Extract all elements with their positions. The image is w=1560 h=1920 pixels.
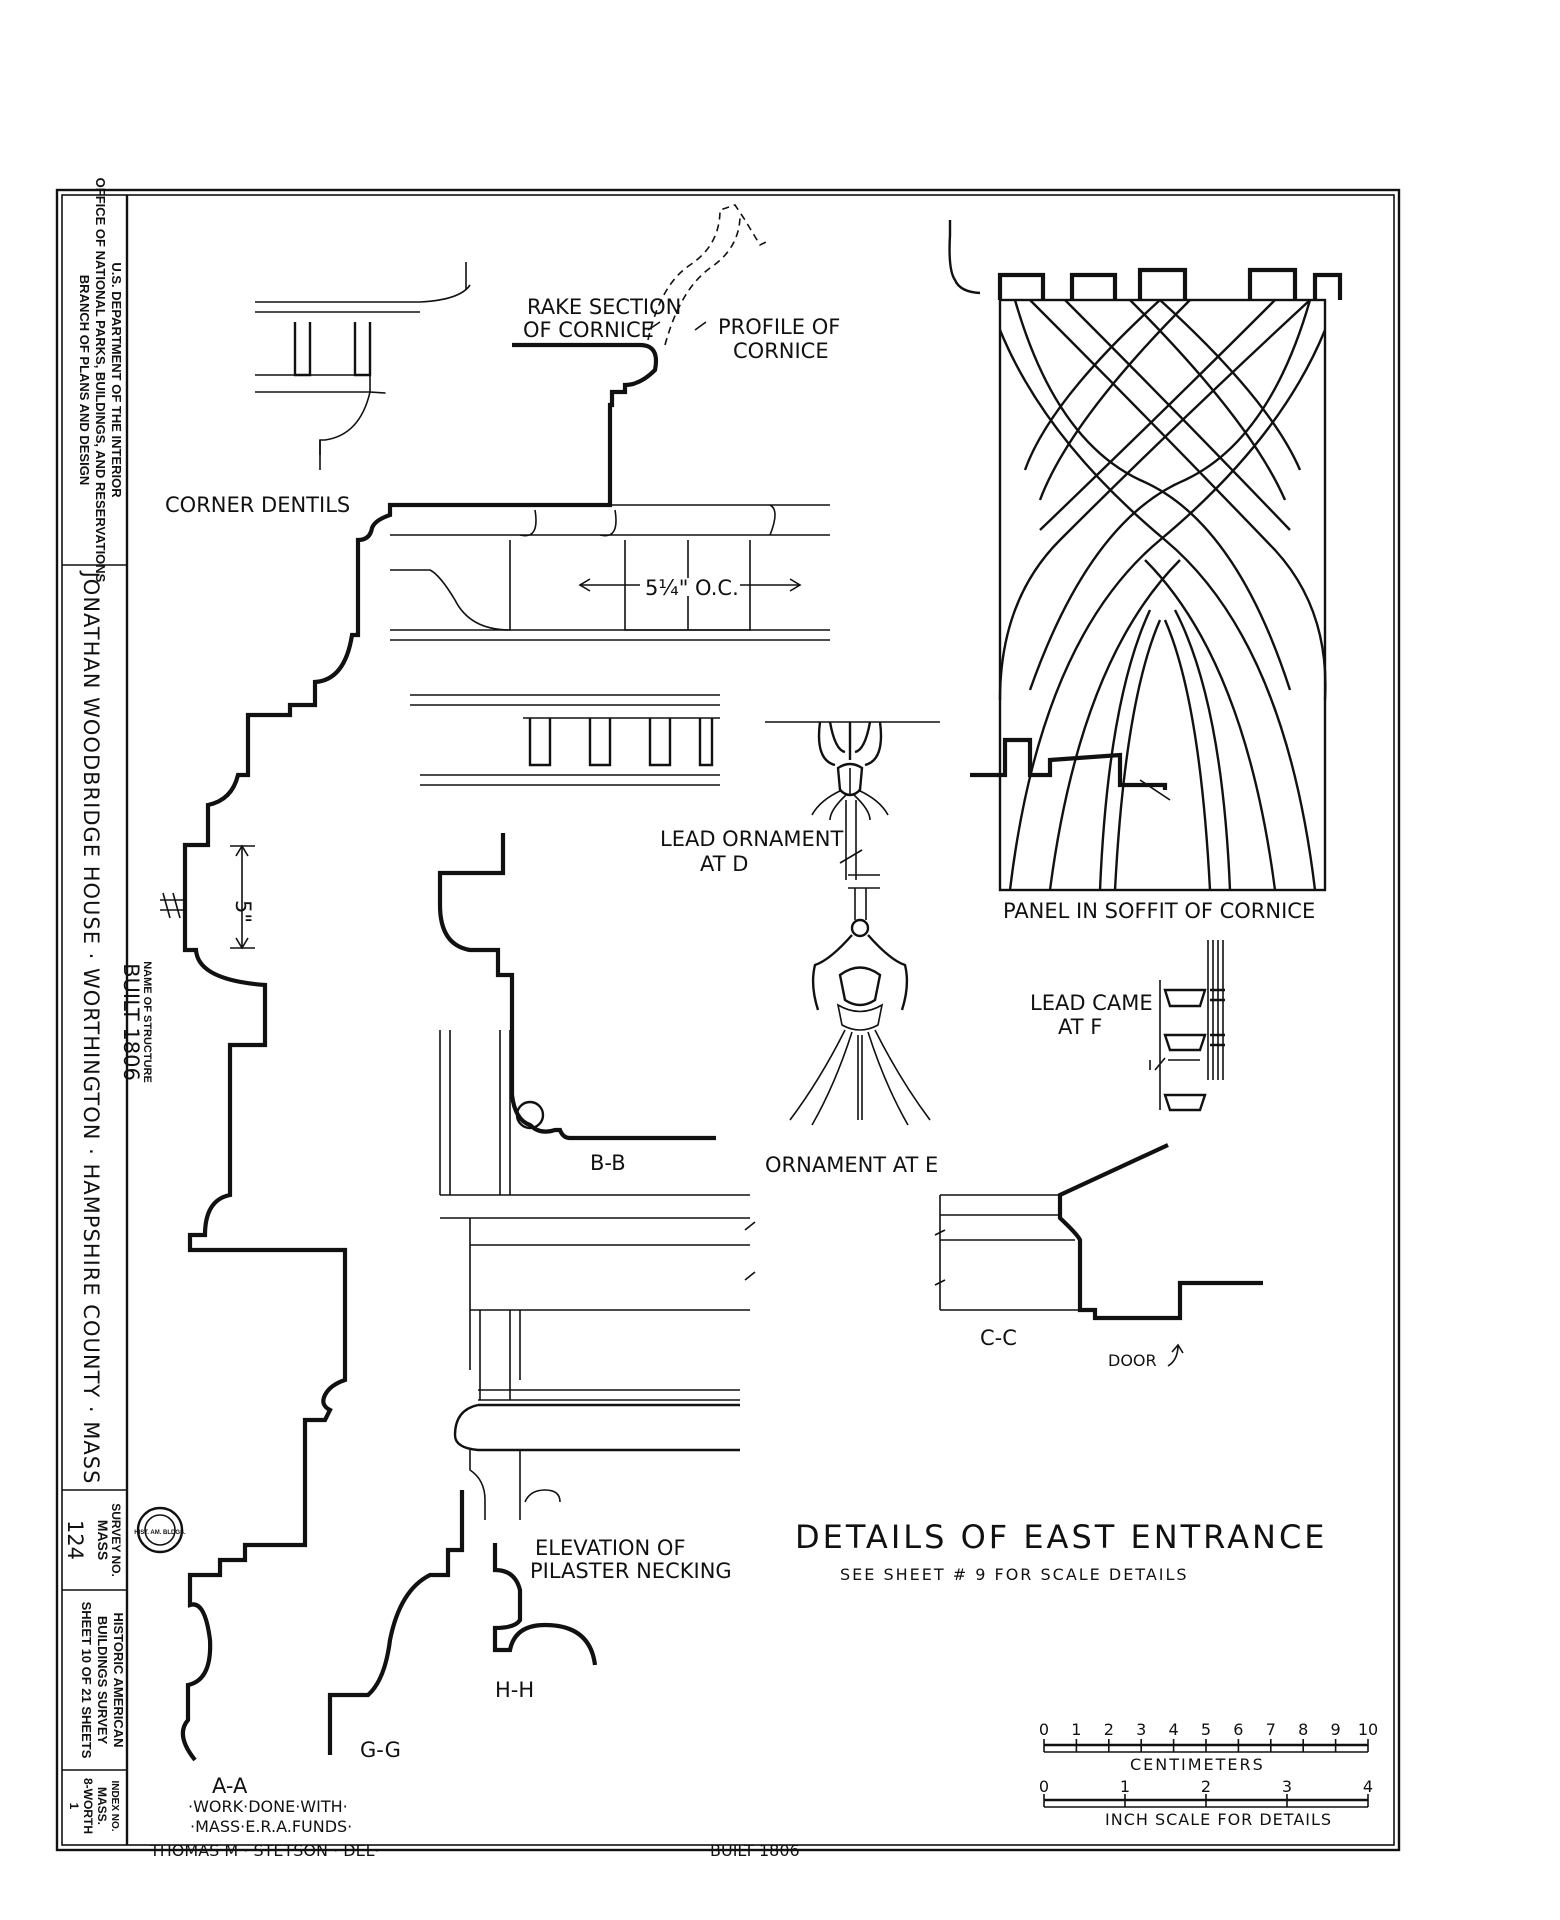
label-door: DOOR — [1108, 1351, 1157, 1370]
svg-text:PILASTER NECKING: PILASTER NECKING — [530, 1559, 732, 1583]
svg-text:AT F: AT F — [1058, 1015, 1102, 1039]
lead-came-f: LEAD CAME AT F — [1030, 940, 1225, 1112]
label-lead-ornament: LEAD ORNAMENT — [660, 827, 843, 851]
svg-text:RAKE SECTION: RAKE SECTION — [527, 295, 681, 319]
label-built-bottom: BUILT 1806 — [710, 1841, 800, 1860]
scale-tick-label: 9 — [1331, 1720, 1341, 1739]
scale-tick-label: 4 — [1169, 1720, 1179, 1739]
scale-tick-label: 10 — [1358, 1720, 1378, 1739]
lower-dentil-row — [410, 694, 720, 786]
svg-text:HISTORIC AMERICAN: HISTORIC AMERICAN — [111, 1612, 126, 1747]
svg-text:MASS: MASS — [95, 1520, 111, 1560]
svg-text:INCH SCALE FOR DETAILS: INCH SCALE FOR DETAILS — [1105, 1810, 1332, 1829]
svg-text:SURVEY NO.: SURVEY NO. — [109, 1503, 123, 1577]
svg-text:·MASS·E.R.A.FUNDS·: ·MASS·E.R.A.FUNDS· — [190, 1817, 352, 1836]
svg-text:CENTIMETERS: CENTIMETERS — [1130, 1755, 1265, 1774]
title-block-structure: JONATHAN WOODBRIDGE HOUSE · WORTHINGTON … — [79, 570, 103, 1485]
title-block-dividers — [62, 564, 127, 1771]
habs-seal-stamp: HIST. AM. BLDGS. — [134, 1506, 186, 1554]
outer-border — [55, 188, 1401, 1852]
svg-text:PROFILE OF: PROFILE OF — [718, 315, 840, 339]
scale-tick-label: 1 — [1120, 1777, 1130, 1796]
label-spacing: 5¼" O.C. — [645, 576, 739, 600]
svg-text:OF CORNICE: OF CORNICE — [523, 318, 654, 342]
svg-text:124: 124 — [63, 1520, 87, 1560]
svg-text:BUILT 1806: BUILT 1806 — [119, 963, 143, 1081]
label-h-h: H-H — [495, 1678, 534, 1702]
scale-tick-label: 1 — [1071, 1720, 1081, 1739]
label-lead-came: LEAD CAME — [1030, 991, 1153, 1015]
label-panel-soffit: PANEL IN SOFFIT OF CORNICE — [1003, 899, 1315, 923]
title-block-agency: U.S. DEPARTMENT OF THE INTERIOR OFFICE O… — [77, 178, 124, 583]
ornament-at-e: ORNAMENT AT E — [765, 874, 938, 1177]
subtitle: SEE SHEET # 9 FOR SCALE DETAILS — [840, 1565, 1189, 1584]
scale-tick-label: 3 — [1282, 1777, 1292, 1796]
section-c-c: C-C DOOR — [934, 1143, 1263, 1370]
svg-text:BUILDINGS SURVEY: BUILDINGS SURVEY — [95, 1616, 110, 1745]
title-block-index: INDEX NO. MASS. 8-WORTH 1 — [67, 1778, 120, 1834]
structure-name: JONATHAN WOODBRIDGE HOUSE · WORTHINGTON … — [79, 570, 103, 1485]
corner-dentils-detail: CORNER DENTILS — [165, 262, 471, 517]
svg-text:5": 5" — [231, 900, 255, 923]
svg-text:MASS.: MASS. — [95, 1787, 109, 1825]
scale-tick-label: 0 — [1039, 1777, 1049, 1796]
svg-text:8-WORTH: 8-WORTH — [81, 1778, 95, 1834]
svg-text:1: 1 — [67, 1803, 81, 1810]
label-b-b: B-B — [590, 1151, 626, 1175]
dentil-block-detail: 5¼" O.C. — [390, 504, 830, 641]
svg-text:NAME OF STRUCTURE: NAME OF STRUCTURE — [141, 961, 153, 1083]
section-b-b: B-B — [437, 833, 716, 1175]
title-block-survey: SURVEY NO. MASS 124 — [63, 1503, 123, 1577]
rake-profile-detail: RAKE SECTION OF CORNICE PROFILE OF CORNI… — [523, 204, 840, 363]
lead-ornament-d: LEAD ORNAMENT AT D — [660, 721, 940, 880]
section-a-a-profile — [180, 342, 659, 1762]
scale-tick-label: 4 — [1363, 1777, 1373, 1796]
centimeter-scale: 0 1 2 3 4 5 6 7 8 9 10 CENTIMETERS — [1039, 1720, 1378, 1774]
svg-text:HIST. AM. BLDGS.: HIST. AM. BLDGS. — [134, 1530, 186, 1536]
scale-tick-label: 8 — [1298, 1720, 1308, 1739]
svg-text:AT D: AT D — [700, 852, 748, 876]
scale-tick-label: 5 — [1201, 1720, 1211, 1739]
svg-text:INDEX NO.: INDEX NO. — [109, 1780, 120, 1831]
svg-text:CORNICE: CORNICE — [733, 339, 829, 363]
label-g-g: G-G — [360, 1738, 401, 1762]
title-block-built: NAME OF STRUCTURE BUILT 1806 — [119, 961, 153, 1083]
label-c-c: C-C — [980, 1326, 1017, 1350]
scale-tick-label: 7 — [1266, 1720, 1276, 1739]
main-title: DETAILS OF EAST ENTRANCE — [795, 1518, 1328, 1556]
svg-text:BRANCH OF PLANS AND DESIGN: BRANCH OF PLANS AND DESIGN — [77, 275, 92, 485]
label-corner-dentils: CORNER DENTILS — [165, 493, 350, 517]
pilaster-elevation — [439, 1030, 756, 1520]
label-work-done: ·WORK·DONE·WITH· — [188, 1797, 348, 1816]
scale-tick-label: 0 — [1039, 1720, 1049, 1739]
inner-border — [61, 194, 1395, 1846]
inch-scale: 0 1 2 3 4 INCH SCALE FOR DETAILS — [1039, 1777, 1373, 1829]
svg-text:U.S. DEPARTMENT OF THE INTERIO: U.S. DEPARTMENT OF THE INTERIOR — [109, 262, 124, 498]
scale-tick-label: 3 — [1136, 1720, 1146, 1739]
scale-tick-label: 6 — [1233, 1720, 1243, 1739]
title-block-habs: HISTORIC AMERICAN BUILDINGS SURVEY SHEET… — [79, 1602, 126, 1759]
section-g-g: G-G — [327, 1490, 465, 1762]
svg-text:SHEET 10 OF 21 SHEETS: SHEET 10 OF 21 SHEETS — [79, 1602, 94, 1759]
soffit-panel-detail: PANEL IN SOFFIT OF CORNICE — [948, 220, 1343, 923]
label-elevation: ELEVATION OF — [535, 1536, 686, 1560]
section-h-h: H-H ELEVATION OF PILASTER NECKING — [492, 1536, 732, 1702]
label-a-a: A-A — [212, 1774, 248, 1798]
scale-tick-label: 2 — [1104, 1720, 1114, 1739]
scale-tick-label: 2 — [1201, 1777, 1211, 1796]
svg-text:OFFICE OF NATIONAL PARKS, BUIL: OFFICE OF NATIONAL PARKS, BUILDINGS, AND… — [93, 178, 108, 583]
label-ornament-e: ORNAMENT AT E — [765, 1153, 938, 1177]
five-inch-dimension: 5" — [160, 844, 255, 950]
label-delineator: THOMAS M · STETSON · DEL· — [149, 1841, 380, 1860]
